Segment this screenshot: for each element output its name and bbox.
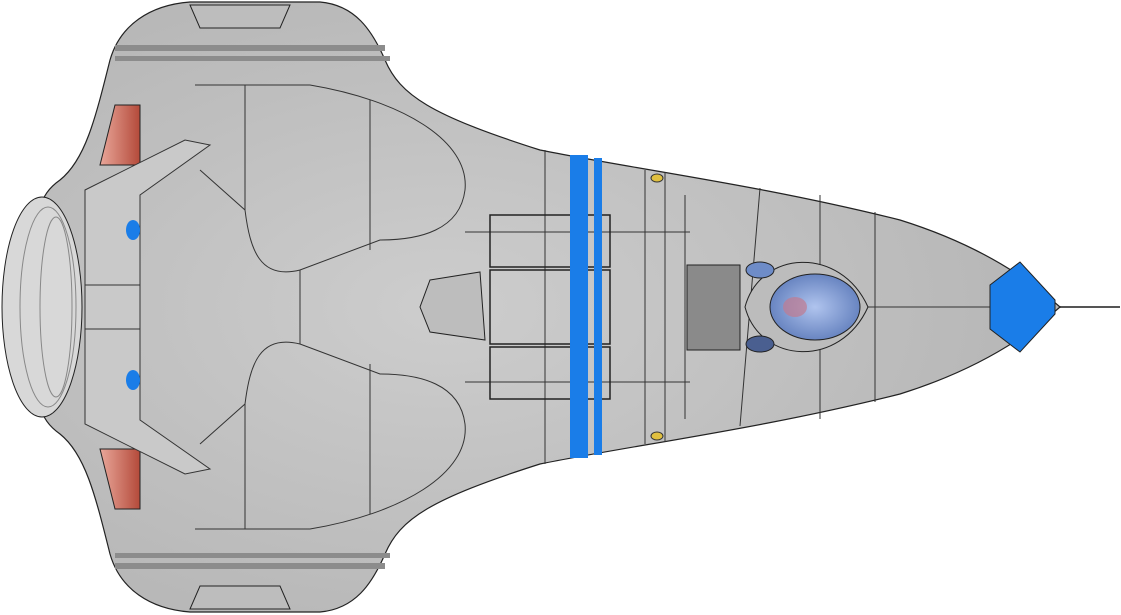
front-dome: [1, 196, 83, 418]
hull-bands: [115, 4, 390, 610]
vent-grille: [419, 271, 486, 341]
cargo-hatches: [489, 214, 611, 400]
blue-stripes: [570, 155, 602, 458]
cockpit-canopy: [744, 261, 869, 353]
dark-panel: [686, 264, 741, 351]
yellow-markers: [650, 173, 664, 441]
blue-lights: [126, 220, 140, 390]
panel-lines: [84, 84, 1050, 530]
nose-tip-blue: [989, 261, 1056, 353]
engine-bottom: [99, 448, 141, 510]
